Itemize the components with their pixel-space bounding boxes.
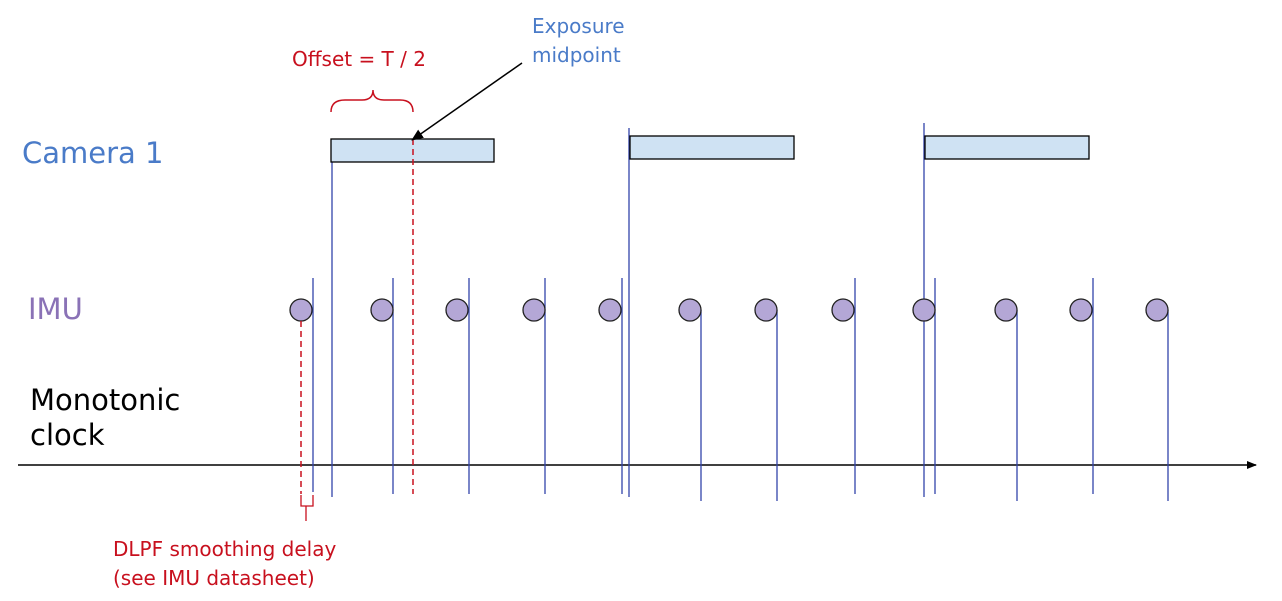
imu-sample <box>678 298 702 322</box>
exposure-midpoint-label-line2: midpoint <box>532 43 621 67</box>
imu-sample <box>289 298 313 322</box>
exposure-midpoint-label-line1: Exposure <box>532 14 625 38</box>
offset-label: Offset = T / 2 <box>292 47 426 71</box>
clock-row-label-line1: Monotonic <box>30 383 181 417</box>
clock-row-label-line2: clock <box>30 418 105 452</box>
imu-sample <box>994 298 1018 322</box>
camera-exposures <box>330 135 1090 163</box>
imu-sample <box>370 298 394 322</box>
dlpf-delay-label-line1: DLPF smoothing delay <box>113 537 337 561</box>
imu-sample <box>522 298 546 322</box>
camera-row-label: Camera 1 <box>22 136 164 170</box>
dlpf-delay-bracket <box>300 495 314 521</box>
exposure-midpoint-arrow <box>411 62 523 141</box>
imu-sample <box>598 298 622 322</box>
exposure-window <box>924 135 1090 160</box>
exposure-window <box>629 135 795 160</box>
imu-row-label: IMU <box>28 292 83 326</box>
imu-sample <box>754 298 778 322</box>
imu-timestamp-lines <box>312 278 1169 501</box>
imu-sample <box>1069 298 1093 322</box>
imu-sample <box>912 298 936 322</box>
dlpf-delay-label-line2: (see IMU datasheet) <box>113 566 315 590</box>
imu-sample <box>1145 298 1169 322</box>
imu-sample <box>445 298 469 322</box>
imu-sample <box>831 298 855 322</box>
imu-samples <box>289 298 1169 322</box>
offset-brace <box>330 89 414 113</box>
